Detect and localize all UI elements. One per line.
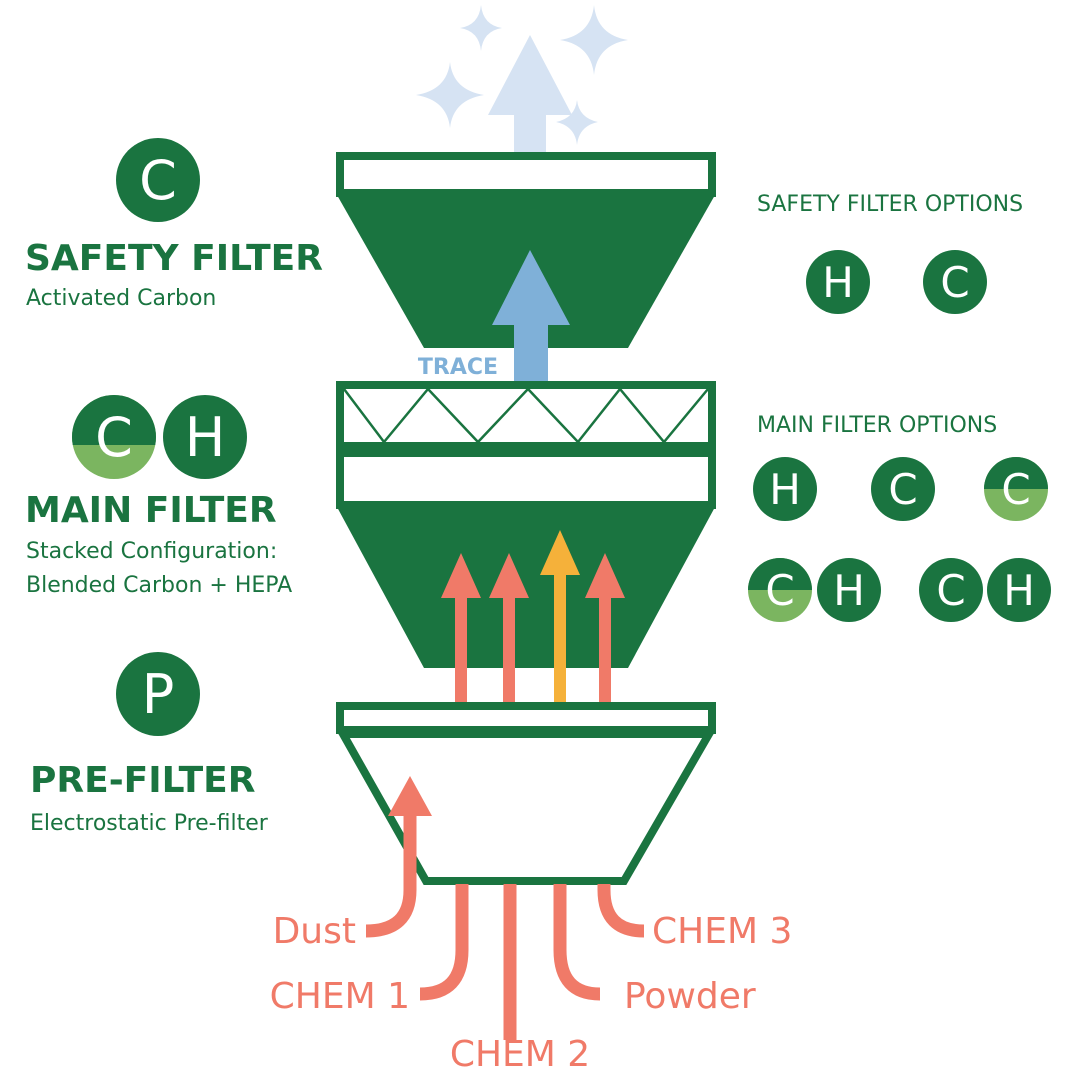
pre-filter-title: PRE-FILTER	[30, 760, 255, 801]
pleat-zigzag	[343, 387, 709, 445]
main-option-carbon	[871, 457, 935, 521]
main-option-stack2-hepa-letter: H	[1003, 566, 1035, 615]
main-filter-options: MAIN FILTER OPTIONS H C C C H C H	[748, 413, 1051, 622]
safety-option-hepa-letter: H	[822, 258, 854, 307]
trace-chem-arrow	[540, 530, 580, 706]
input-label-chem3: CHEM 3	[652, 911, 792, 952]
input-label-powder: Powder	[624, 976, 756, 1017]
pre-filter-legend: P PRE-FILTER Electrostatic Pre-filter	[30, 652, 269, 836]
prefilter-badge	[116, 652, 200, 736]
input-label-chem1: CHEM 1	[270, 976, 410, 1017]
main-option-blended-carbon-letter: C	[1001, 465, 1030, 514]
main-filter-body	[337, 507, 715, 668]
carbon-badge	[116, 138, 200, 222]
powder-flow	[553, 884, 601, 1001]
main-filter-hepa-pleats	[336, 381, 716, 450]
main-option-hepa	[753, 457, 817, 521]
hepa-badge-letter: H	[185, 406, 226, 469]
chem-arrow-2	[489, 553, 529, 706]
safety-filter-title: SAFETY FILTER	[25, 238, 323, 279]
up-arrow-icon	[488, 35, 572, 158]
input-label-dust: Dust	[273, 911, 356, 952]
safety-filter-legend: C SAFETY FILTER Activated Carbon	[25, 138, 323, 311]
sparkle-icon	[416, 62, 484, 128]
safety-option-carbon-letter: C	[940, 258, 969, 307]
pre-filter-subtitle: Electrostatic Pre-filter	[30, 811, 269, 836]
main-options-label: MAIN FILTER OPTIONS	[757, 413, 997, 438]
prefilter-badge-letter: P	[142, 663, 175, 726]
main-option-blended-carbon: C	[984, 457, 1048, 521]
carbon-badge-letter: C	[139, 149, 177, 212]
main-filter-subtitle-line1: Stacked Configuration:	[26, 539, 277, 564]
main-filter-subtitle-line2: Blended Carbon + HEPA	[26, 573, 292, 598]
main-filter-title: MAIN FILTER	[25, 490, 277, 531]
main-option-carbon-letter: C	[888, 465, 917, 514]
trace-label: TRACE	[418, 355, 498, 380]
pre-filter-unit	[336, 702, 716, 885]
safety-filter-unit: TRACE	[336, 152, 716, 382]
main-option-carbon-stack: C H	[919, 558, 1051, 622]
main-option-blended-stack: C H	[748, 558, 881, 622]
input-labels: Dust CHEM 1 CHEM 2 CHEM 3 Powder	[270, 911, 793, 1075]
chem3-flow	[597, 884, 645, 938]
main-filter-cap	[336, 449, 716, 509]
main-filter-legend: C H MAIN FILTER Stacked Configuration: B…	[25, 395, 292, 598]
chem1-flow	[419, 884, 469, 1001]
clean-air-sparkles	[416, 5, 628, 158]
main-option-hepa-letter: H	[769, 465, 801, 514]
dust-flow	[365, 812, 417, 938]
safety-option-carbon	[923, 250, 987, 314]
sparkle-icon	[460, 5, 502, 51]
blended-carbon-badge-letter: C	[95, 406, 133, 469]
trace-arrow	[492, 250, 570, 382]
safety-option-hepa	[806, 250, 870, 314]
input-flows	[365, 812, 645, 1040]
blended-carbon-badge: C	[72, 395, 156, 479]
pre-filter-body	[336, 730, 716, 885]
main-filter-unit	[336, 381, 716, 706]
hepa-badge	[163, 395, 247, 479]
safety-filter-subtitle: Activated Carbon	[26, 286, 216, 311]
main-option-stack2-carbon-letter: C	[936, 566, 965, 615]
main-option-stack1-hepa-letter: H	[833, 566, 865, 615]
sparkle-icon	[556, 100, 598, 145]
safety-options-label: SAFETY FILTER OPTIONS	[757, 192, 1023, 217]
main-option-stack1-carbon-letter: C	[765, 566, 794, 615]
sparkle-icon	[560, 5, 628, 75]
input-label-chem2: CHEM 2	[450, 1034, 590, 1075]
chem-arrow-3	[585, 553, 625, 706]
safety-filter-cap	[336, 152, 716, 197]
pre-filter-cap	[336, 702, 716, 734]
chem-arrow-1	[441, 553, 481, 706]
dust-arrowhead	[388, 776, 432, 816]
safety-filter-options: SAFETY FILTER OPTIONS H C	[757, 192, 1023, 314]
